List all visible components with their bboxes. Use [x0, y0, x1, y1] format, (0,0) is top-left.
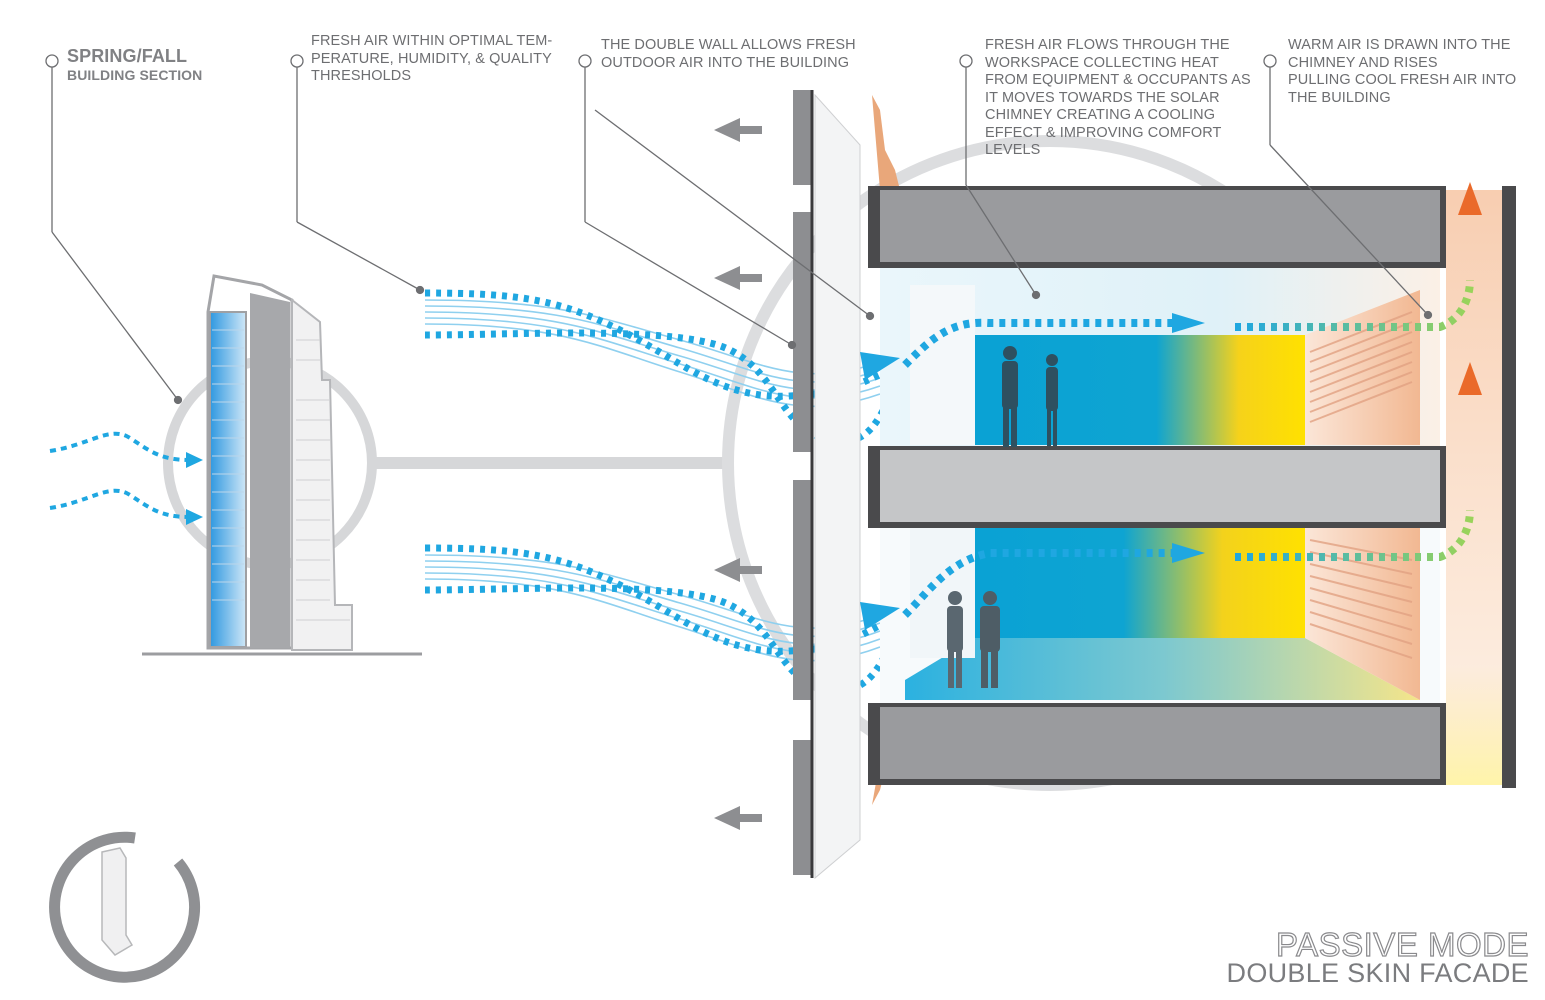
arrow-left-icon [714, 806, 762, 830]
person-silhouette [980, 591, 1000, 688]
callout-line: OUTDOOR AIR INTO THE BUILDING [601, 54, 850, 71]
callout-title: SPRING/FALL [67, 46, 188, 66]
callout-fresh-air-thresholds: FRESH AIR WITHIN OPTIMAL TEM- PERATURE, … [311, 33, 552, 86]
callout-line: FROM EQUIPMENT & OCCUPANTS AS [985, 72, 1251, 88]
callout-line: WORKSPACE COLLECTING HEAT [985, 54, 1219, 71]
callout-line: CHIMNEY CREATING A COOLING [985, 107, 1216, 123]
callout-line: WARM AIR IS DRAWN INTO THE [1288, 37, 1511, 53]
floor-slab [868, 446, 1446, 528]
person-silhouette [1002, 346, 1018, 447]
callout-line: FRESH AIR FLOWS THROUGH THE [985, 37, 1230, 53]
callout-building-section: SPRING/FALL BUILDING SECTION [67, 46, 202, 84]
system-title: DOUBLE SKIN FACADE [1226, 958, 1529, 988]
callout-solar-chimney: WARM AIR IS DRAWN INTO THE CHIMNEY AND R… [1288, 37, 1516, 107]
person-silhouette [1046, 354, 1058, 446]
tower-in-ring-icon [49, 831, 201, 983]
arrow-right-icon [1172, 313, 1205, 333]
arrow-up-icon [1458, 182, 1482, 215]
mode-title: PASSIVE MODE [1275, 926, 1529, 963]
arrow-left-icon [714, 266, 762, 290]
callout-line: THE BUILDING [1288, 89, 1391, 106]
outer-facade [793, 90, 900, 880]
callout-workspace-flow: FRESH AIR FLOWS THROUGH THE WORKSPACE CO… [985, 37, 1251, 160]
person-silhouette [947, 591, 963, 688]
occupants [947, 346, 1058, 688]
arrow-left-icon [714, 558, 762, 582]
callout-line: LEVELS [985, 142, 1041, 158]
floor-slab [868, 186, 1446, 268]
callout-line: THRESHOLDS [311, 68, 412, 84]
callout-line: IT MOVES TOWARDS THE SOLAR [985, 89, 1220, 106]
callout-subtitle: BUILDING SECTION [67, 67, 203, 83]
solar-chimney [1446, 186, 1516, 788]
callout-leaders [45, 54, 1433, 405]
tower-inflow-arrows [49, 431, 191, 519]
callout-line: EFFECT & IMPROVING COMFORT [985, 124, 1222, 141]
arrow-right-icon [186, 509, 203, 525]
building-section-tower [142, 274, 422, 656]
room-airflow-lower [902, 509, 1474, 618]
callout-line: PERATURE, HUMIDITY, & QUALITY [311, 50, 552, 67]
callout-double-wall: THE DOUBLE WALL ALLOWS FRESH OUTDOOR AIR… [601, 37, 856, 72]
arrow-right-icon [860, 352, 900, 380]
arrow-up-icon [1458, 362, 1482, 395]
arrow-right-icon [1172, 543, 1205, 563]
callout-line: FRESH AIR WITHIN OPTIMAL TEM- [311, 33, 553, 49]
floor-slab [868, 703, 1446, 785]
callout-line: CHIMNEY AND RISES [1288, 54, 1438, 71]
callout-line: PULLING COOL FRESH AIR INTO [1288, 72, 1517, 88]
arrow-right-icon [186, 452, 203, 468]
upper-office-floor [880, 268, 1440, 446]
arrow-left-icon [714, 118, 762, 142]
callout-line: THE DOUBLE WALL ALLOWS FRESH [601, 37, 856, 53]
room-airflow-upper [902, 279, 1474, 368]
arrow-right-icon [860, 602, 900, 630]
